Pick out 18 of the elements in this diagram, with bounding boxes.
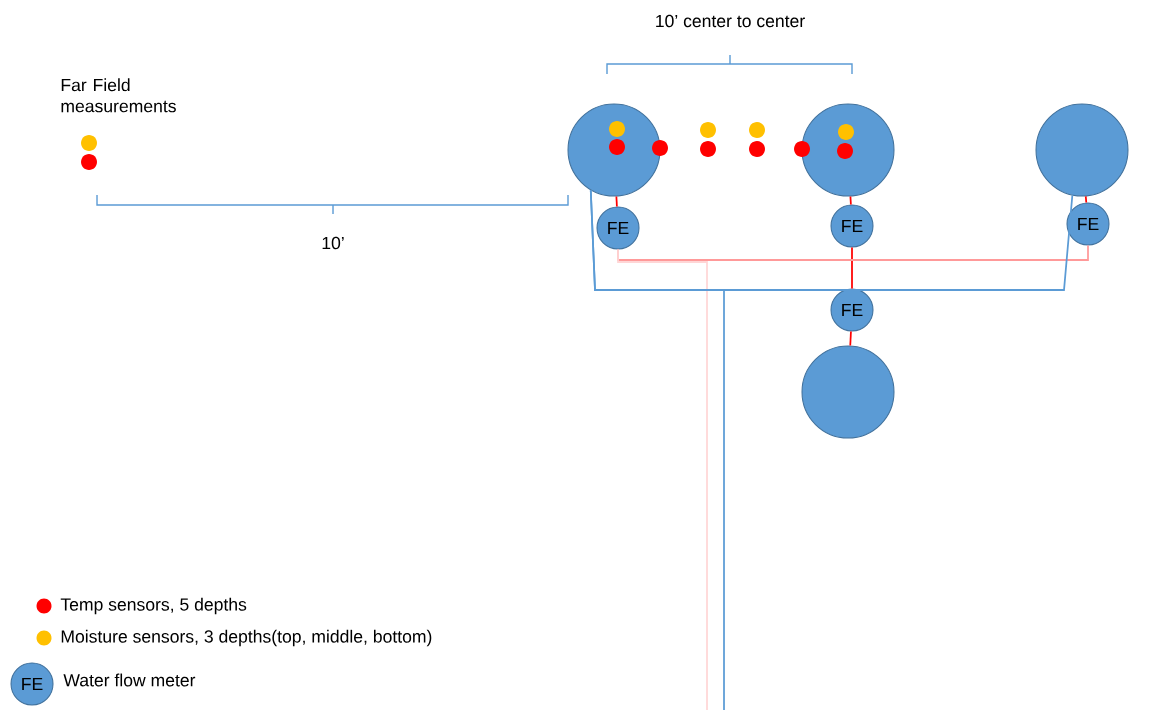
pipe-line: [617, 248, 708, 710]
pipe-line: [849, 195, 852, 206]
borehole-circle: [801, 103, 895, 197]
legend-text: Water flow meter: [63, 673, 196, 687]
pipe-line: [615, 195, 618, 208]
pipe-line: [589, 189, 725, 710]
legend-text: Moisture sensors, 3 depths(top, middle, bottom): [61, 629, 432, 647]
pipe-line: [617, 244, 1089, 261]
note-text: Far Field measurements: [61, 78, 176, 113]
dimension-label: 10’: [322, 236, 344, 250]
pipe-line: [1084, 195, 1088, 204]
pipe-line: [851, 246, 853, 290]
borehole-circle: [567, 103, 661, 197]
legend-text: Temp sensors, 5 depths: [60, 597, 247, 615]
pipe-line: [849, 330, 852, 347]
borehole-circle: [801, 345, 895, 439]
borehole-circle: [1035, 103, 1129, 197]
dimension-label: 10’ center to center: [656, 14, 805, 28]
